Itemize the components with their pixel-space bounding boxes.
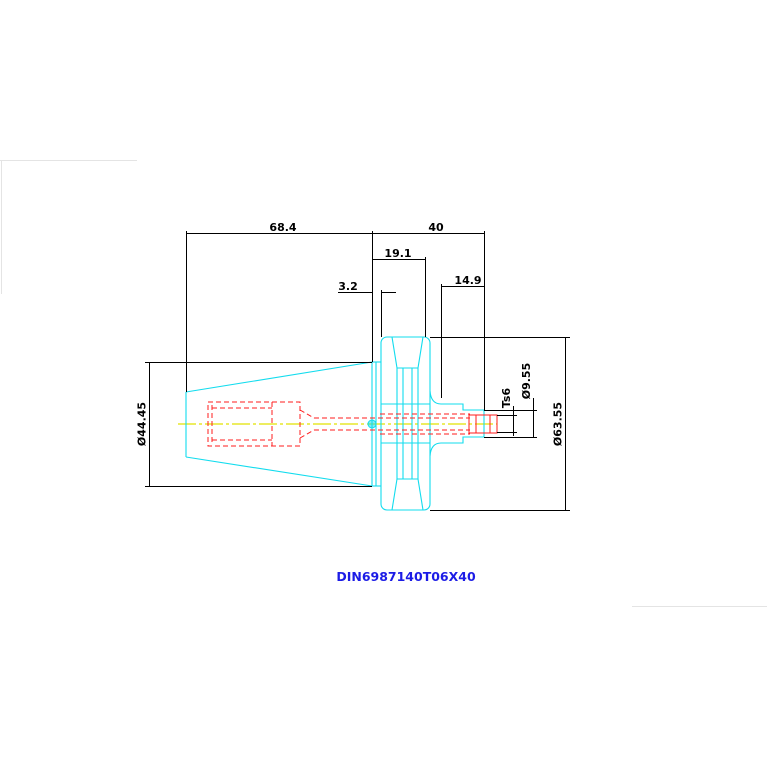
- sheet-frame: [0, 160, 767, 607]
- label-thread: Ts6: [500, 388, 513, 409]
- label-overall-length: 40: [428, 221, 444, 234]
- taper-bottom-edge: [185, 456, 373, 487]
- flange: [380, 336, 431, 511]
- label-nose-length: 14.9: [454, 274, 481, 287]
- label-flange-face: 19.1: [384, 247, 411, 260]
- thread-outline: [468, 414, 498, 434]
- gauge-point-marker: [367, 419, 377, 429]
- taper-top-edge: [185, 361, 373, 393]
- label-gauge-gap: 3.2: [338, 280, 358, 293]
- label-taper-length: 68.4: [269, 221, 296, 234]
- v-groove-top: [391, 336, 424, 369]
- thread-detail: [468, 414, 498, 434]
- label-nose-diameter: Ø9.55: [520, 363, 533, 400]
- bore-transition-bottom: [299, 429, 315, 439]
- dimension-labels: 68.4 40 19.1 14.9 3.2 Ø44.45 Ø63.55 Ø9.5…: [136, 221, 565, 446]
- v-groove-bottom: [391, 478, 424, 511]
- tool-holder-outline: [185, 336, 485, 511]
- label-flange-diameter: Ø63.55: [552, 402, 565, 446]
- bore-transition-top: [299, 409, 315, 419]
- shank-and-nose: [429, 390, 485, 457]
- rear-pocket: [207, 401, 301, 447]
- hidden-bore-lines: [207, 401, 470, 447]
- dimension-lines: [145, 231, 570, 511]
- part-number-caption: DIN6987140T06X40: [336, 569, 476, 584]
- label-taper-diameter: Ø44.45: [136, 402, 149, 446]
